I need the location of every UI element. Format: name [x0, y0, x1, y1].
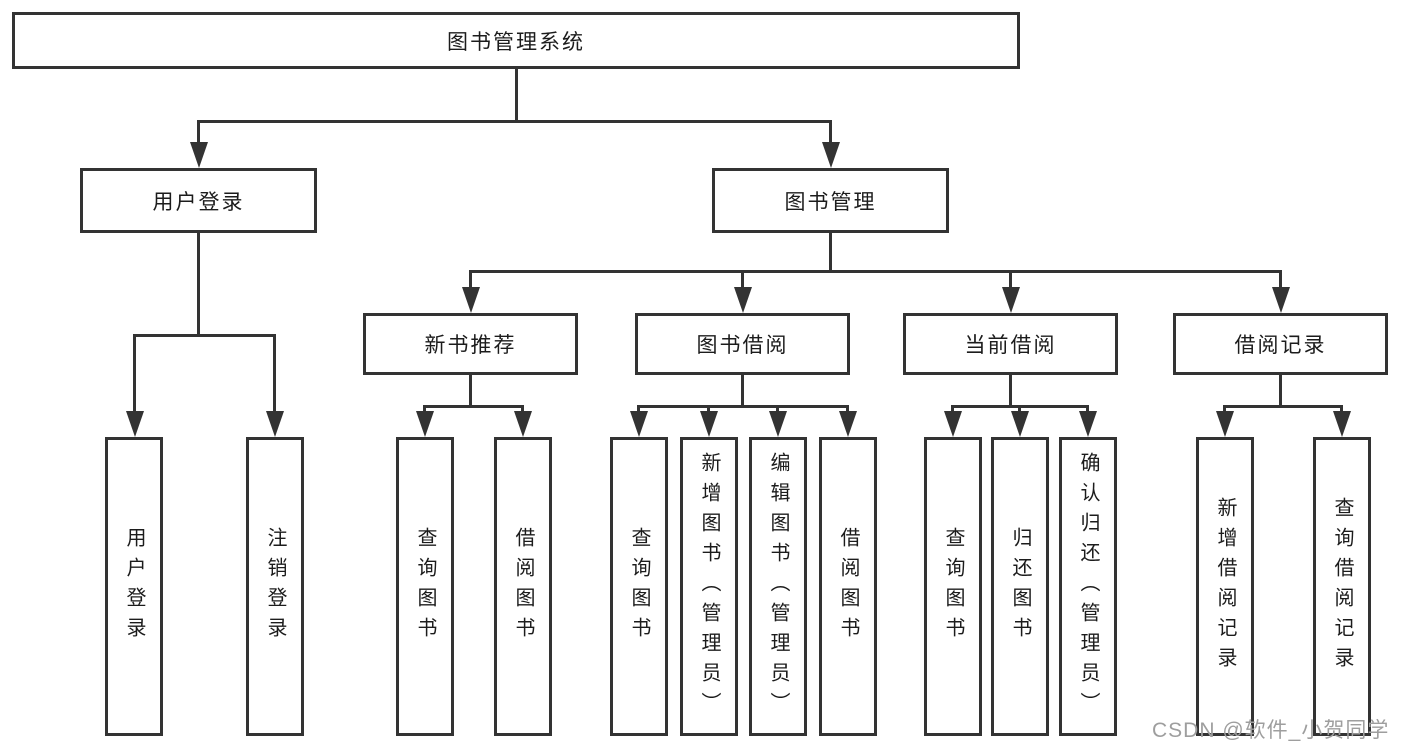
arrowhead-to-borrow-query: [629, 405, 648, 437]
leaf-borrow-query-books: 查询图书: [610, 437, 668, 736]
node-book-borrow: 图书借阅: [635, 313, 850, 375]
connector-borrow-stem: [741, 375, 744, 408]
leaf-record-add-borrow-record: 新增借阅记录: [1196, 437, 1254, 736]
node-user-login: 用户登录: [80, 168, 317, 233]
arrowhead-to-user-login: [189, 120, 208, 168]
arrowhead-to-current-confirm: [1078, 405, 1097, 437]
node-book-management: 图书管理: [712, 168, 949, 233]
leaf-borrow-borrow-books: 借阅图书: [819, 437, 877, 736]
arrowhead-to-recommend-borrow: [513, 405, 532, 437]
arrowhead-to-leaf-user-login: [125, 334, 144, 437]
connector-user-login-stem: [197, 233, 200, 337]
arrowhead-to-book-borrow: [733, 270, 752, 313]
leaf-current-confirm-return-admin: 确认归还（管理员）: [1059, 437, 1117, 736]
leaf-record-query-borrow-record: 查询借阅记录: [1313, 437, 1371, 736]
leaf-borrow-add-book-admin: 新增图书（管理员）: [680, 437, 738, 736]
connector-root-bus: [197, 120, 832, 123]
node-borrow-record: 借阅记录: [1173, 313, 1388, 375]
connector-record-bus: [1223, 405, 1343, 408]
connector-root-stem: [515, 69, 518, 123]
leaf-current-return-books: 归还图书: [991, 437, 1049, 736]
connector-borrow-bus: [637, 405, 849, 408]
arrowhead-to-new-book-recommend: [461, 270, 480, 313]
connector-record-stem: [1279, 375, 1282, 408]
connector-recommend-stem: [469, 375, 472, 408]
node-new-book-recommend: 新书推荐: [363, 313, 578, 375]
leaf-recommend-query-books: 查询图书: [396, 437, 454, 736]
leaf-recommend-borrow-books: 借阅图书: [494, 437, 552, 736]
leaf-borrow-edit-book-admin: 编辑图书（管理员）: [749, 437, 807, 736]
arrowhead-to-record-query: [1332, 405, 1351, 437]
arrowhead-to-current-return: [1010, 405, 1029, 437]
arrowhead-to-leaf-logout: [265, 334, 284, 437]
arrowhead-to-borrow-borrow: [838, 405, 857, 437]
connector-user-login-bus: [133, 334, 276, 337]
csdn-watermark: CSDN @软件_小贺同学: [1152, 719, 1390, 742]
arrowhead-to-current-query: [943, 405, 962, 437]
connector-book-management-bus: [469, 270, 1282, 273]
arrowhead-to-current-borrow: [1001, 270, 1020, 313]
arrowhead-to-recommend-query: [415, 405, 434, 437]
connector-current-stem: [1009, 375, 1012, 408]
leaf-user-login: 用户登录: [105, 437, 163, 736]
node-current-borrow: 当前借阅: [903, 313, 1118, 375]
arrowhead-to-borrow-add: [699, 405, 718, 437]
leaf-current-query-books: 查询图书: [924, 437, 982, 736]
connector-recommend-bus: [423, 405, 524, 408]
arrowhead-to-borrow-record: [1271, 270, 1290, 313]
connector-book-management-stem: [829, 233, 832, 273]
arrowhead-to-borrow-edit: [768, 405, 787, 437]
node-root: 图书管理系统: [12, 12, 1020, 69]
leaf-logout: 注销登录: [246, 437, 304, 736]
arrowhead-to-book-management: [821, 120, 840, 168]
arrowhead-to-record-add: [1215, 405, 1234, 437]
